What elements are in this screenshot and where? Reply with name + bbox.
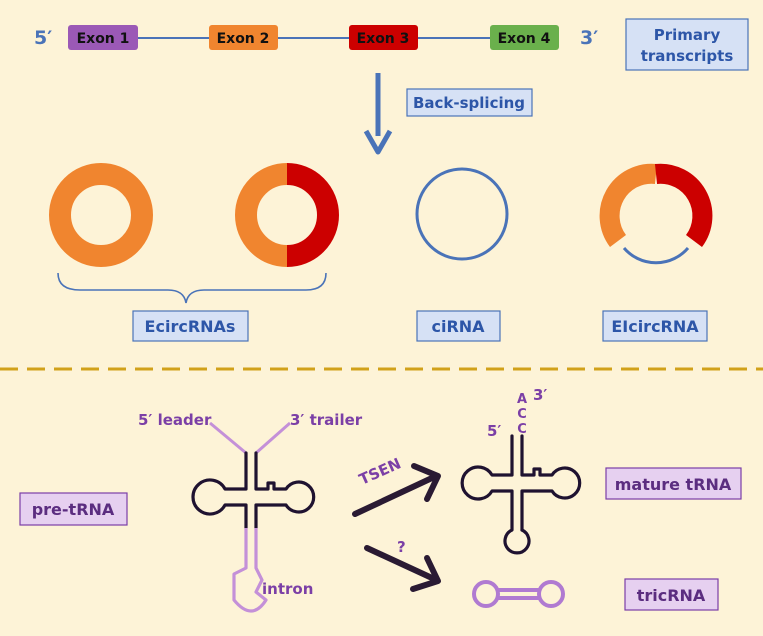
ecircrnas-brace — [57, 272, 327, 304]
acc-c1-label: C — [517, 407, 527, 422]
mature-trna-label: mature tRNA — [615, 475, 732, 494]
tsen-arrowhead — [411, 463, 441, 502]
eicircrna-ring — [599, 163, 713, 265]
eicircrna-label: EIcircRNA — [611, 317, 699, 336]
tricrna-label: tricRNA — [637, 586, 706, 605]
ecircrnas-label: EcircRNAs — [145, 317, 236, 336]
cirna-label: ciRNA — [431, 317, 485, 336]
exon-4: Exon 4 — [490, 25, 559, 50]
trailer-strand — [255, 421, 291, 455]
exon-2: Exon 2 — [209, 25, 278, 50]
mature-trna-structure — [460, 434, 582, 555]
primary-label-line1: Primary — [654, 26, 721, 44]
question-label: ? — [397, 538, 406, 556]
exon-3-label: Exon 3 — [357, 31, 410, 47]
leader-label: 5′ leader — [138, 411, 212, 429]
cirna-ring — [415, 167, 509, 261]
tricrna-dumbbell — [472, 580, 565, 608]
question-arrow-shaft — [364, 545, 435, 581]
eicircrna-box: EIcircRNA — [602, 310, 708, 342]
ecircrnas-box: EcircRNAs — [132, 310, 249, 342]
back-splicing-label: Back-splicing — [413, 94, 525, 112]
exon-4-label: Exon 4 — [498, 31, 551, 47]
cirna-box: ciRNA — [416, 310, 501, 342]
trailer-label: 3′ trailer — [290, 411, 363, 429]
exon-2-label: Exon 2 — [217, 31, 270, 47]
mature-three-prime-label: 3′ — [533, 386, 547, 404]
tsen-arrow-shaft — [352, 475, 435, 517]
back-splicing-arrowhead — [363, 129, 393, 155]
pre-trna-structure — [191, 451, 316, 530]
leader-strand — [209, 421, 247, 455]
five-prime-label: 5′ — [34, 27, 52, 49]
intron-loop — [232, 528, 268, 613]
pre-trna-box: pre-tRNA — [19, 492, 128, 526]
tricrna-box: tricRNA — [624, 578, 719, 611]
tsen-label: TSEN — [356, 454, 403, 488]
pre-trna-label: pre-tRNA — [32, 500, 115, 519]
intron-label: intron — [262, 580, 313, 598]
back-splicing-box: Back-splicing — [406, 88, 533, 117]
mature-five-prime-label: 5′ — [487, 422, 501, 440]
exon-1-label: Exon 1 — [77, 31, 130, 47]
primary-label-line2: transcripts — [641, 47, 734, 65]
mature-trna-box: mature tRNA — [605, 467, 742, 500]
acc-a-label: A — [517, 392, 527, 407]
ecircrna-ring-two-exon — [235, 163, 339, 267]
acc-c2-label: C — [517, 422, 527, 437]
three-prime-label: 3′ — [580, 27, 598, 49]
exon-3: Exon 3 — [349, 25, 418, 50]
ecircrna-ring-orange — [49, 163, 153, 267]
primary-transcripts-box: Primary transcripts — [625, 18, 749, 71]
question-arrowhead — [410, 555, 441, 592]
exon-1: Exon 1 — [68, 25, 138, 50]
